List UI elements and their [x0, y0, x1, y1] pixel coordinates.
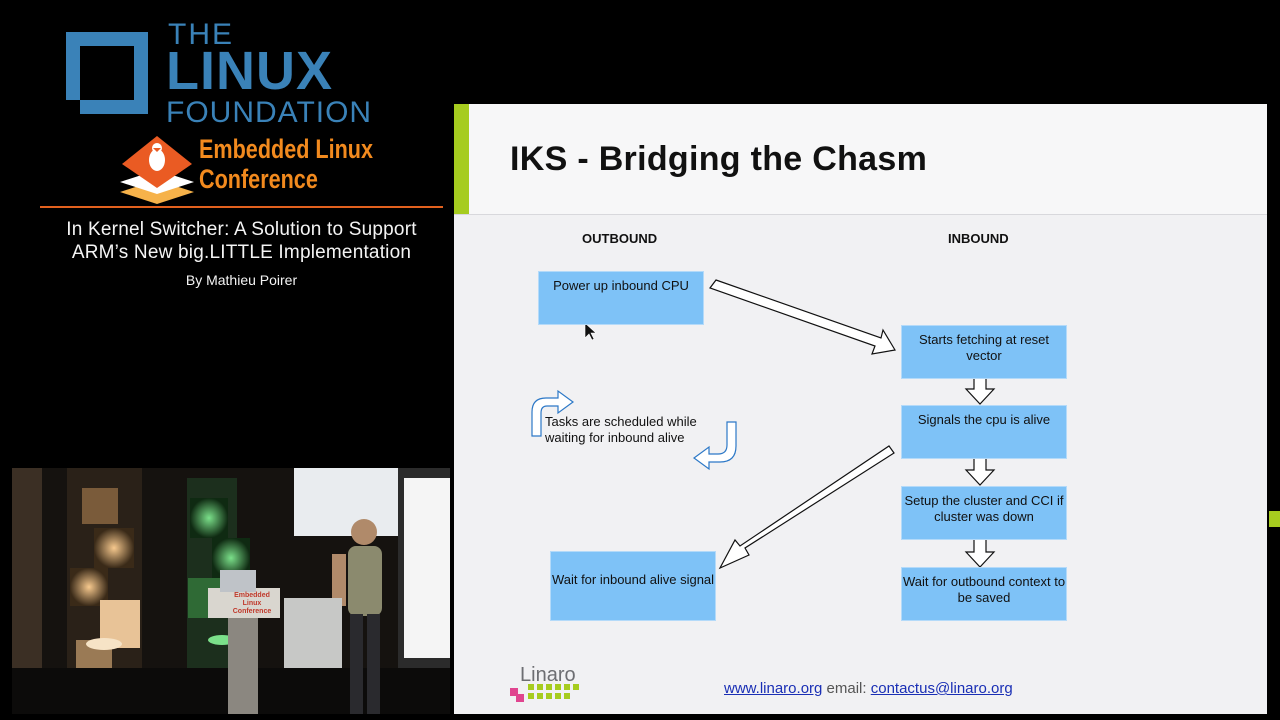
arrow-power-up-to-fetch [709, 279, 896, 355]
loop-note-line1: Tasks are scheduled while [545, 414, 697, 429]
slide-accent-bar [454, 104, 469, 214]
loop-note: Tasks are scheduled while waiting for in… [545, 414, 697, 446]
box-setup-cluster: Setup the cluster and CCI if cluster was… [901, 486, 1067, 540]
website-link[interactable]: www.linaro.org [724, 680, 823, 697]
slide-edge-accent [1269, 511, 1280, 527]
podium-sign: Embedded Linux Conference [232, 592, 272, 615]
loop-arrow-bottom [692, 421, 737, 471]
org-name-linux: LINUX [166, 41, 333, 101]
org-name-the: THE [168, 18, 234, 51]
box-signals-cpu-alive: Signals the cpu is alive [901, 405, 1067, 459]
down-arrow-3 [964, 537, 996, 568]
talk-title-line1: In Kernel Switcher: A Solution to Suppor… [66, 219, 417, 240]
talk-title: In Kernel Switcher: A Solution to Suppor… [20, 218, 463, 264]
presentation-slide: IKS - Bridging the Chasm OUTBOUND INBOUN… [454, 104, 1267, 714]
mouse-cursor-icon [584, 322, 597, 341]
org-name-foundation: FOUNDATION [166, 96, 373, 129]
linux-foundation-logo-icon [66, 32, 148, 114]
email-label: email: [826, 680, 867, 697]
talk-title-line2: ARM’s New big.LITTLE Implementation [71, 242, 412, 263]
outbound-column-label: OUTBOUND [582, 231, 658, 246]
conference-name-line1: Embedded Linux [199, 134, 374, 164]
divider-rule [40, 206, 443, 208]
box-wait-inbound-alive: Wait for inbound alive signal [550, 551, 716, 621]
linaro-logo-icon [510, 684, 579, 702]
speaker-video: Embedded Linux Conference [12, 468, 450, 714]
box-wait-outbound-context: Wait for outbound context to be saved [901, 567, 1067, 621]
slide-title: IKS - Bridging the Chasm [510, 140, 928, 178]
down-arrow-2 [964, 456, 996, 486]
talk-author: By Mathieu Poirer [185, 272, 298, 288]
inbound-column-label: INBOUND [948, 231, 1009, 246]
penguin-logo-icon [120, 136, 194, 204]
loop-note-line2: waiting for inbound alive [545, 430, 685, 445]
flow-arrows [531, 279, 996, 570]
conference-name-line2: Conference [199, 164, 318, 194]
arrow-signal-to-wait [718, 445, 895, 570]
slide-footer: www.linaro.org email: contactus@linaro.o… [724, 680, 1013, 697]
loop-arrow-top [531, 389, 575, 437]
box-starts-fetching: Starts fetching at reset vector [901, 325, 1067, 379]
box-power-up-inbound-cpu: Power up inbound CPU [538, 271, 704, 325]
linaro-logo-text: Linaro [520, 664, 576, 686]
slide-header [454, 104, 1267, 215]
email-link[interactable]: contactus@linaro.org [870, 680, 1013, 697]
down-arrow-1 [964, 374, 996, 405]
